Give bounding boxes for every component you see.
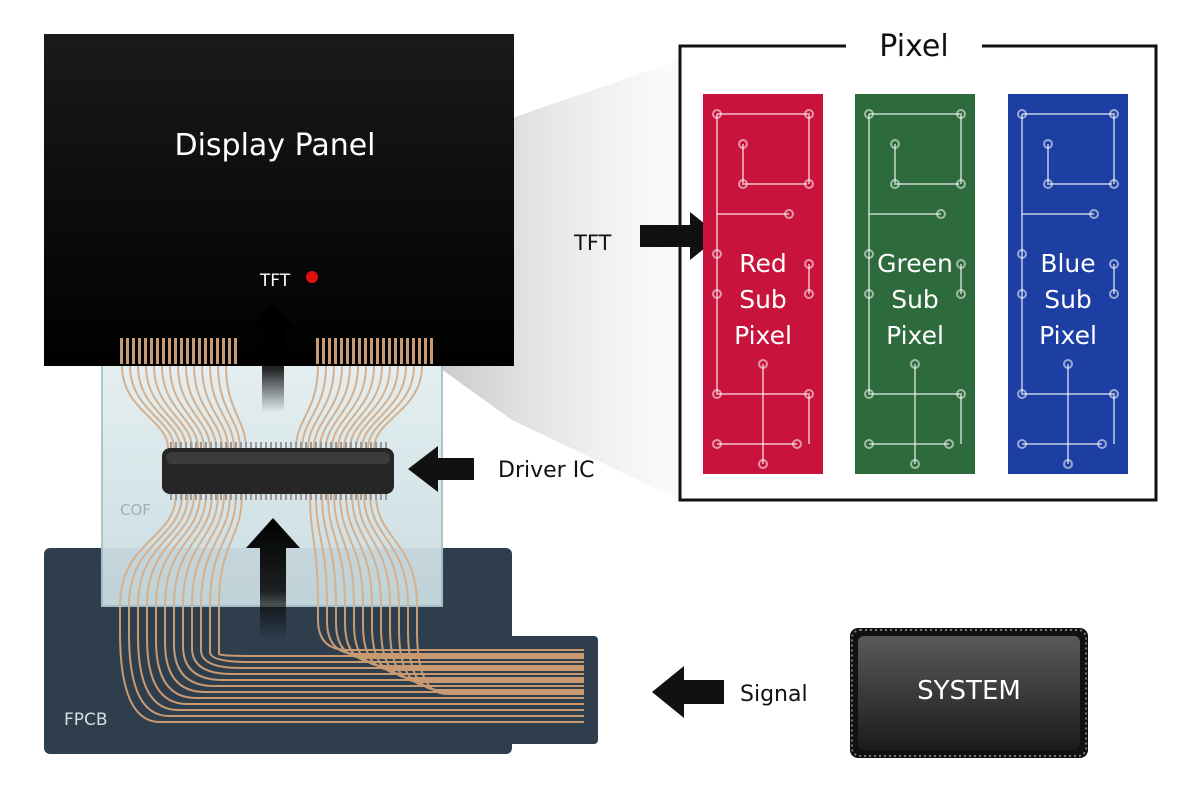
system-label: SYSTEM <box>917 676 1021 706</box>
driver-ic-label: Driver IC <box>498 458 595 483</box>
panel-tft-label: TFT <box>259 271 291 291</box>
red-subpixel-label-2: Sub <box>739 285 787 314</box>
display-panel: Display Panel TFT <box>44 34 514 366</box>
cof-traces <box>119 365 423 607</box>
pixel-frame: Pixel <box>678 29 1158 502</box>
driver-ic-chip <box>162 442 394 500</box>
blue-subpixel-label-3: Pixel <box>1039 321 1097 350</box>
upward-arrow-to-panel <box>250 304 296 412</box>
cof-label: COF <box>120 501 151 519</box>
blue-subpixel-label-1: Blue <box>1040 249 1095 278</box>
pixel-title: Pixel <box>879 29 948 64</box>
red-subpixel-label-3: Pixel <box>734 321 792 350</box>
red-subpixel-label-1: Red <box>739 249 787 278</box>
fpcb-label: FPCB <box>64 710 108 730</box>
upward-arrow-to-driver <box>246 518 300 640</box>
signal-arrow <box>652 666 724 718</box>
driver-ic-pointer-arrow <box>408 446 474 492</box>
blue-subpixel-label-2: Sub <box>1044 285 1092 314</box>
display-panel-title: Display Panel <box>174 128 375 163</box>
tft-dot <box>306 271 318 283</box>
system-chip: SYSTEM <box>850 628 1088 758</box>
panel-connector-pads <box>120 338 433 364</box>
tft-pointer-arrow <box>640 212 720 260</box>
fpcb-traces <box>119 606 584 723</box>
green-subpixel-label-2: Sub <box>891 285 939 314</box>
pixel-tft-label: TFT <box>573 231 612 255</box>
green-subpixel-label-3: Pixel <box>886 321 944 350</box>
green-subpixel-label-1: Green <box>877 249 953 278</box>
signal-label: Signal <box>740 682 808 707</box>
